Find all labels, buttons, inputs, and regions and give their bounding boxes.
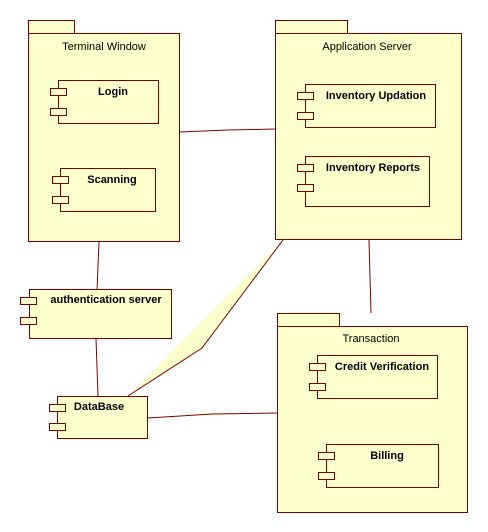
component-body <box>317 355 438 399</box>
package-title: Transaction <box>342 333 399 345</box>
component-body <box>60 168 156 212</box>
component-port-icon <box>309 383 326 391</box>
component-body <box>29 289 172 339</box>
component-body <box>326 444 439 488</box>
connector-terminal-to-appserver <box>179 128 276 133</box>
component-port-icon <box>309 363 326 371</box>
component-label: Inventory Updation <box>326 90 427 102</box>
component-label: Billing <box>370 450 404 462</box>
component-inventory-reports[interactable]: Inventory Reports <box>297 156 430 207</box>
connector-database-to-transaction <box>147 412 278 419</box>
component-port-icon <box>297 112 314 120</box>
component-login[interactable]: Login <box>50 80 159 124</box>
connector-terminal-to-auth <box>96 241 100 291</box>
component-port-icon <box>49 423 66 431</box>
component-label: Login <box>98 86 128 98</box>
component-inventory-updation[interactable]: Inventory Updation <box>297 84 436 128</box>
component-label: DataBase <box>74 401 124 413</box>
component-label: Inventory Reports <box>326 162 420 174</box>
component-body <box>57 396 148 439</box>
component-port-icon <box>50 88 67 96</box>
component-port-icon <box>52 196 69 204</box>
component-body <box>305 84 436 128</box>
package-tab <box>277 313 340 327</box>
package-body <box>275 33 462 240</box>
connectors <box>95 128 372 419</box>
connector-appserver-to-transaction <box>368 239 372 314</box>
component-scanning[interactable]: Scanning <box>52 168 156 212</box>
component-port-icon <box>297 184 314 192</box>
component-label: authentication server <box>50 294 162 306</box>
package-tab <box>275 20 348 34</box>
component-port-icon <box>297 164 314 172</box>
component-database[interactable]: DataBase <box>49 396 148 439</box>
component-body <box>305 156 430 207</box>
component-port-icon <box>318 472 335 480</box>
package-tab <box>28 20 75 34</box>
component-authentication-server[interactable]: authentication server <box>20 289 172 339</box>
connector-appserver-to-database <box>127 239 284 397</box>
component-body <box>58 80 159 124</box>
component-label: Credit Verification <box>335 361 429 373</box>
component-billing[interactable]: Billing <box>318 444 439 488</box>
package-title: Application Server <box>322 41 412 53</box>
component-port-icon <box>297 92 314 100</box>
component-port-icon <box>20 317 37 325</box>
component-port-icon <box>49 404 66 412</box>
component-port-icon <box>50 108 67 116</box>
component-port-icon <box>318 452 335 460</box>
component-credit-verification[interactable]: Credit Verification <box>309 355 438 399</box>
connector-auth-to-database <box>95 338 99 397</box>
component-label: Scanning <box>87 174 137 186</box>
component-port-icon <box>20 297 37 305</box>
package-title: Terminal Window <box>62 41 146 53</box>
component-port-icon <box>52 176 69 184</box>
